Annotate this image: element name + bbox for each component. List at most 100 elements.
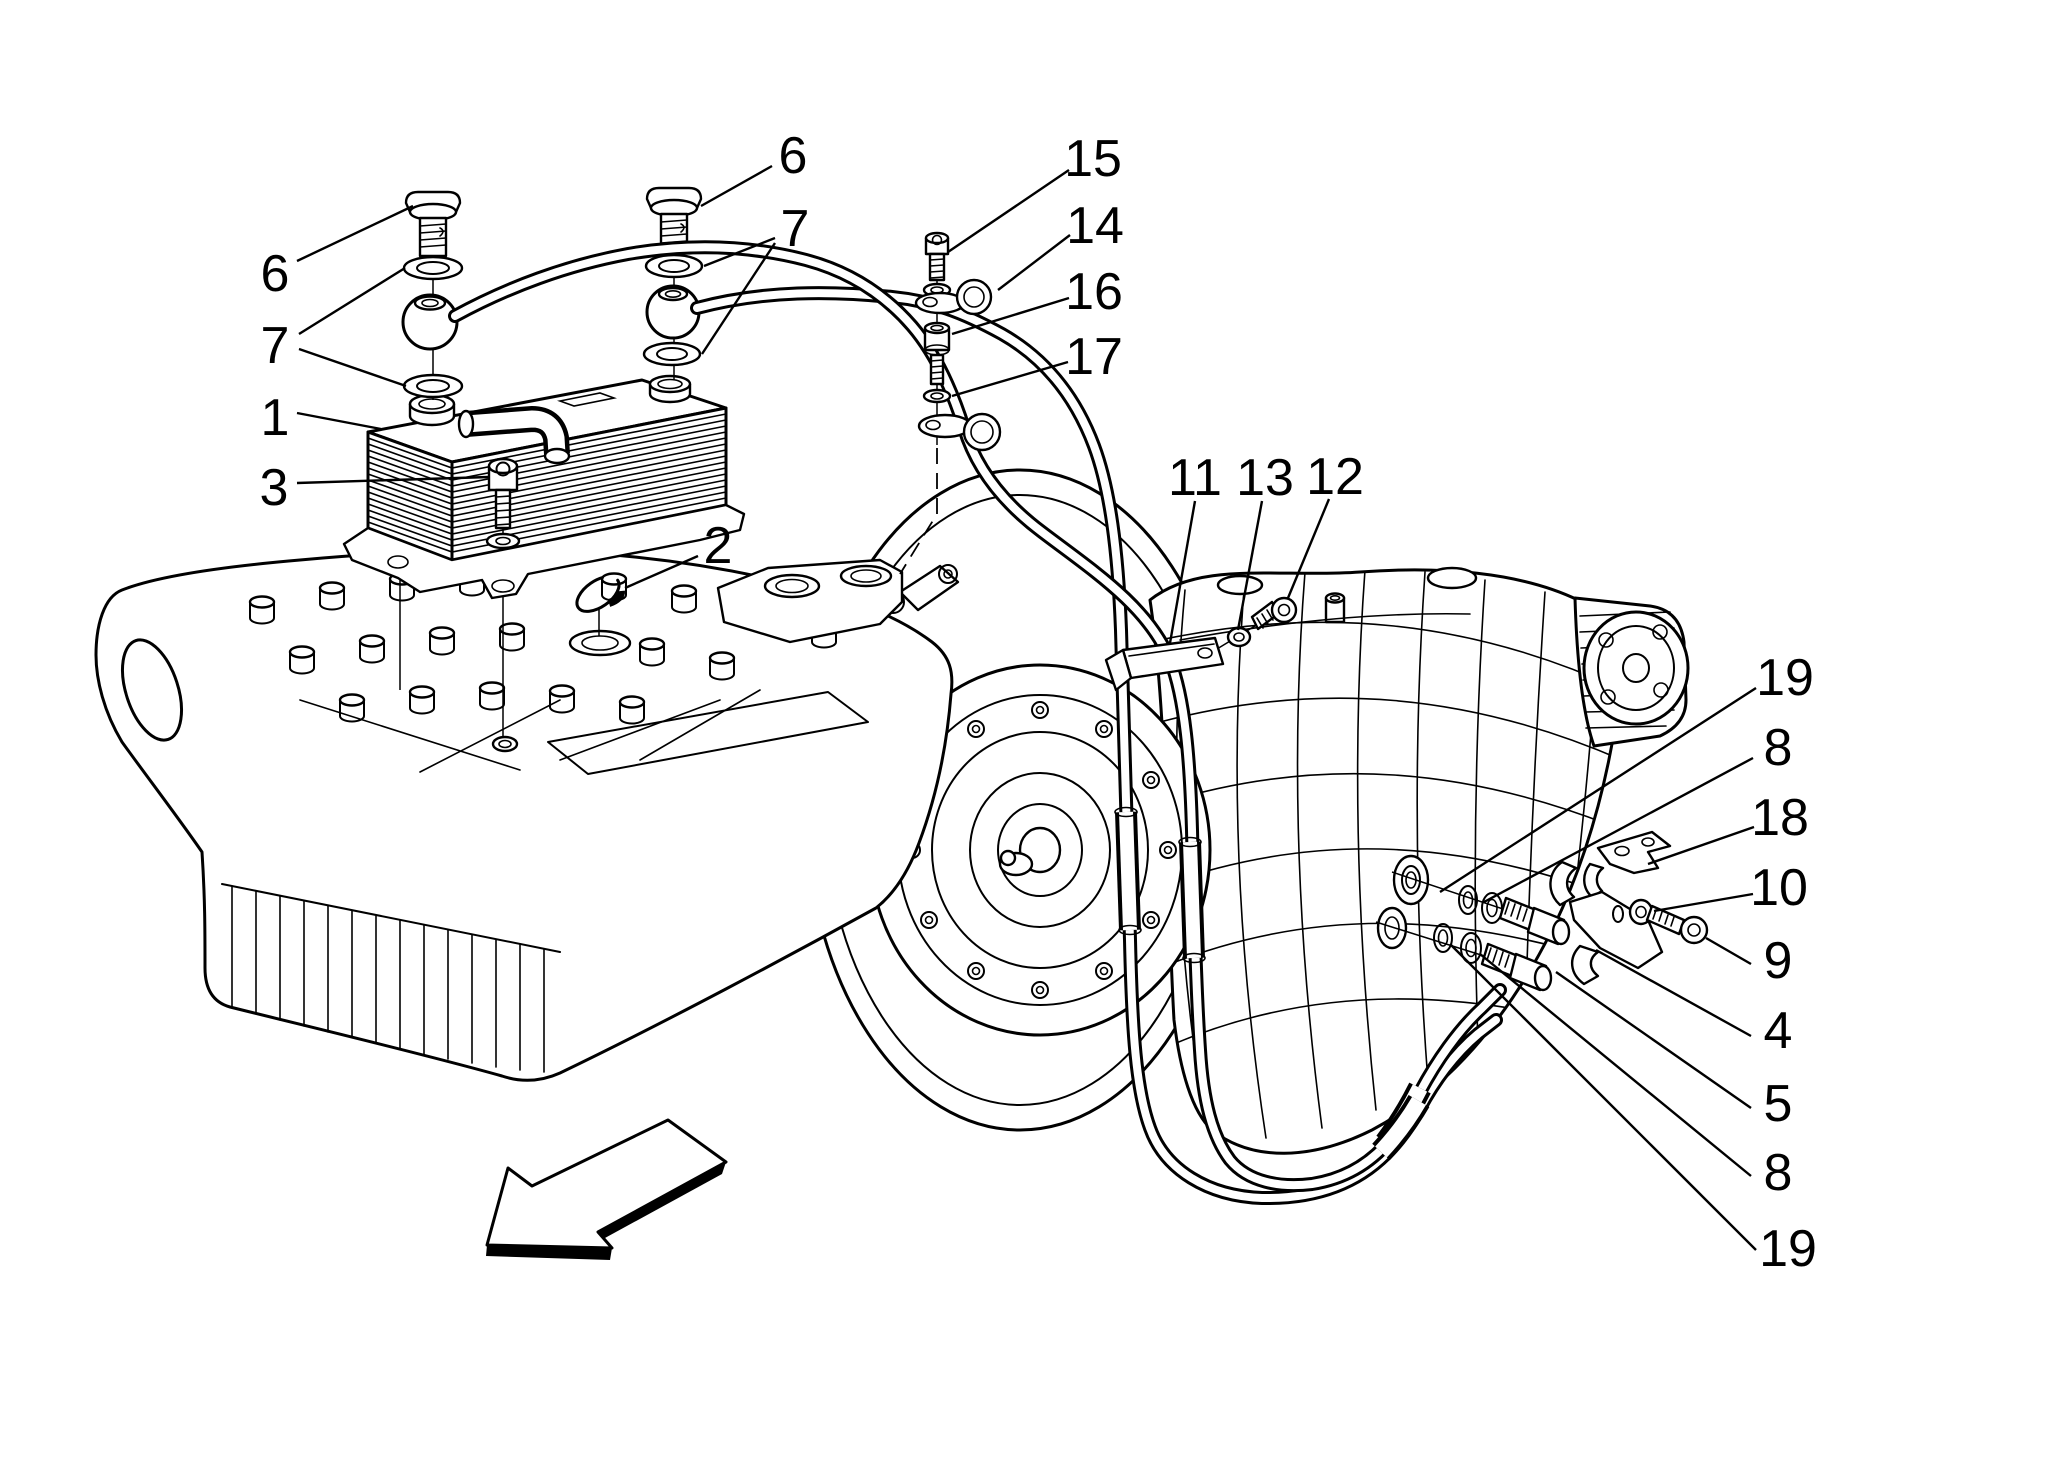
upper-pipe-port	[1392, 854, 1430, 906]
pan-handle-opening	[121, 638, 183, 742]
pan-cooling-fins	[221, 883, 561, 1073]
oil-pipes	[448, 240, 1507, 1206]
clamp-washer-17	[922, 388, 952, 404]
leader-line-19-bottom	[1449, 943, 1757, 1251]
callout-label-6-right: 6	[779, 127, 808, 185]
callout-label-19-bottom: 19	[1759, 1220, 1817, 1278]
cooler-fins	[367, 413, 727, 553]
hose-sleeve-a-diagonal	[1372, 1094, 1430, 1161]
callout-label-5: 5	[1764, 1075, 1793, 1133]
sealing-washer-b1	[644, 253, 704, 279]
callout-label-8-top: 8	[1764, 719, 1793, 777]
callout-label-2: 2	[704, 517, 733, 575]
union-5-upper	[1498, 896, 1571, 946]
hose-sleeve-a-vertical	[1114, 806, 1142, 936]
gearbox-oil-pan	[94, 548, 954, 1082]
cooler-port-right	[648, 374, 692, 404]
oil-cooler	[342, 374, 746, 600]
union-stay-bracket	[1596, 830, 1672, 875]
callout-label-18: 18	[1751, 789, 1809, 847]
leader-line-9	[1705, 936, 1752, 966]
direction-arrow	[485, 1118, 728, 1260]
leader-line-7-left	[298, 266, 406, 336]
pipe-bracket-11	[1104, 636, 1225, 692]
leader-line-17	[951, 360, 1069, 398]
union-cluster	[1375, 860, 1709, 992]
lower-pipe-port	[1376, 906, 1408, 950]
leader-line-16	[951, 296, 1070, 336]
leader-line-15	[947, 169, 1070, 253]
leader-line-2	[624, 554, 699, 590]
leader-line-8-bottom	[1479, 953, 1752, 1177]
callout-label-6-left: 6	[261, 245, 290, 303]
pipe-ball-union-right	[645, 284, 701, 340]
fork-bracket-4	[1549, 860, 1664, 986]
cooler-port-left	[408, 393, 456, 427]
o-ring-2	[575, 575, 625, 613]
callout-label-10: 10	[1750, 859, 1808, 917]
callout-label-11: 11	[1168, 449, 1222, 507]
leader-line-13	[1236, 500, 1264, 631]
o-ring-8-lower	[1433, 923, 1453, 953]
callout-label-8-bottom: 8	[1764, 1144, 1793, 1202]
callout-label-19-top: 19	[1756, 649, 1814, 707]
hose-sleeve-b-vertical	[1178, 836, 1206, 964]
pipe-bracket-group	[1104, 596, 1298, 692]
pipe-ball-union-left	[401, 293, 459, 351]
bracket-screw-12	[1250, 596, 1298, 631]
clutch-hub	[998, 826, 1062, 877]
banjo-bolt-left	[404, 190, 462, 258]
leader-line-6-right	[700, 164, 773, 208]
cooler-elbow-fitting	[457, 405, 571, 465]
o-ring-19-upper	[1458, 885, 1478, 915]
leader-line-7-left	[298, 347, 407, 388]
sealing-washer-b2	[642, 341, 702, 367]
cooler-mount-block	[568, 558, 904, 657]
pipe-clamp-stack	[899, 231, 1002, 575]
bell-ear-bracket	[881, 564, 960, 614]
clamp-screw-15	[924, 231, 950, 282]
callout-label-13: 13	[1236, 449, 1294, 507]
callout-label-17: 17	[1065, 328, 1123, 386]
screw-9	[1645, 904, 1709, 945]
tail-housing	[1573, 596, 1690, 748]
union-5-lower	[1480, 942, 1553, 992]
leader-line-8-top	[1483, 756, 1754, 904]
cooler-fixing-bolt	[485, 457, 521, 550]
leader-lines	[296, 164, 1757, 1251]
leader-line-18	[1647, 825, 1755, 866]
leader-line-19-top	[1439, 686, 1757, 894]
bracket-washer-13	[1226, 626, 1252, 648]
leader-line-12	[1286, 498, 1331, 599]
callout-label-14: 14	[1066, 197, 1124, 255]
leader-line-14	[997, 234, 1071, 291]
callout-label-7-left: 7	[261, 317, 290, 375]
output-flange	[1582, 610, 1690, 726]
pipe-clamp-lower	[917, 412, 1002, 452]
cooler-base	[342, 503, 746, 600]
o-ring-19-lower	[1460, 932, 1482, 964]
callout-label-4: 4	[1764, 1002, 1793, 1060]
pan-studs	[248, 567, 838, 725]
callout-label-12: 12	[1306, 448, 1364, 506]
callout-label-1: 1	[261, 389, 290, 447]
leader-line-4	[1595, 948, 1752, 1038]
pipe-clamp-14	[914, 278, 993, 316]
leader-line-5	[1555, 971, 1752, 1109]
spacer-16	[923, 321, 951, 386]
leader-line-11	[1168, 500, 1197, 644]
callout-label-3: 3	[260, 459, 289, 517]
callout-label-9: 9	[1764, 932, 1793, 990]
leader-line-1	[296, 411, 382, 431]
leader-line-7-right	[700, 242, 777, 355]
callout-label-16: 16	[1065, 263, 1123, 321]
sealing-washer-a1	[402, 255, 464, 281]
leader-line-7-right	[703, 236, 776, 268]
pan-plate	[547, 691, 869, 775]
leader-line-10	[1653, 892, 1754, 913]
sealing-washer-a2	[402, 373, 464, 399]
callout-label-7-right: 7	[781, 200, 810, 258]
callout-label-15: 15	[1064, 130, 1122, 188]
